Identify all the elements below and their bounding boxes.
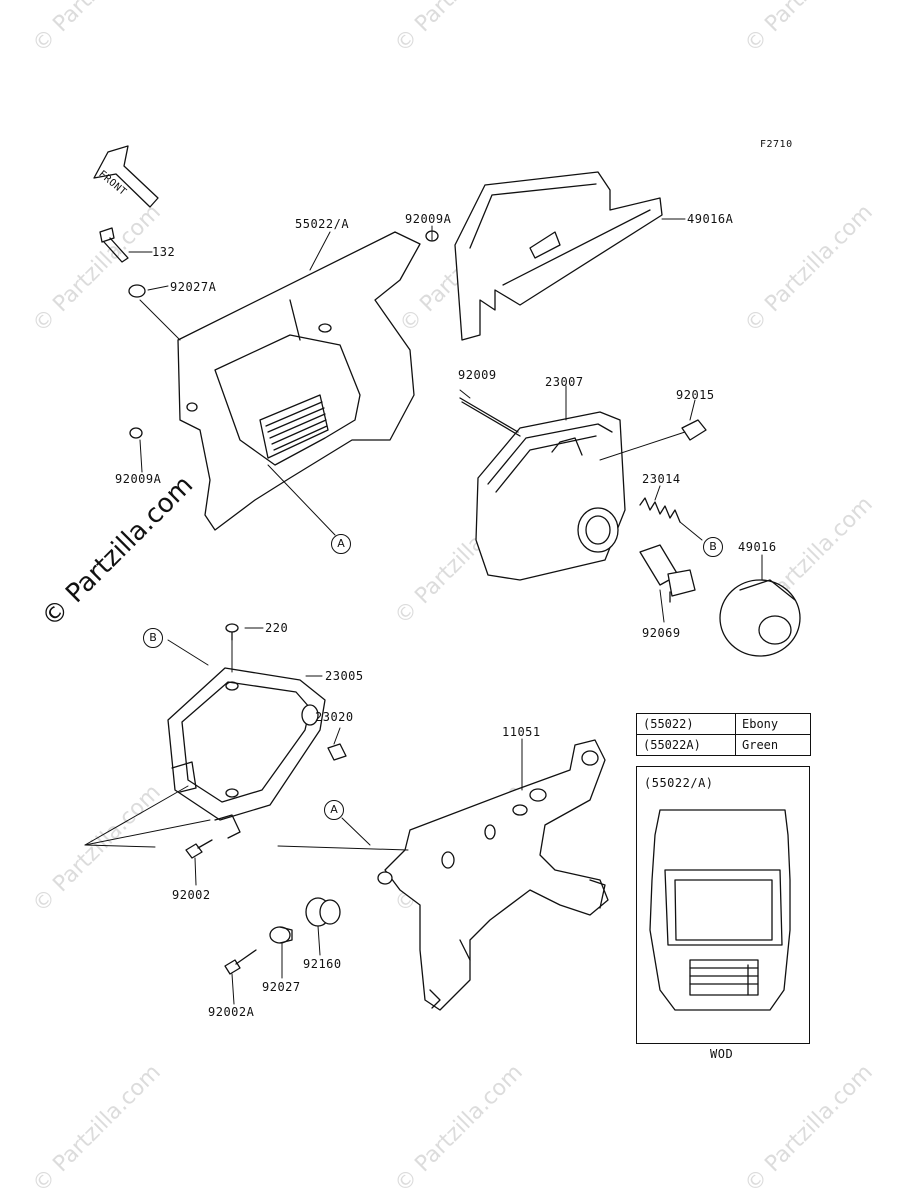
part-label-92015[interactable]: 92015 xyxy=(676,388,715,402)
part-label-11051[interactable]: 11051 xyxy=(502,725,541,739)
part-label-92027A[interactable]: 92027A xyxy=(170,280,217,294)
bolt-132-drawing xyxy=(99,227,146,298)
inset-title: (55022/A) xyxy=(644,776,714,790)
part-label-92002[interactable]: 92002 xyxy=(172,888,211,902)
part-label-220[interactable]: 220 xyxy=(265,621,289,635)
part-label-92002A[interactable]: 92002A xyxy=(208,1005,255,1019)
clip-92015-drawing xyxy=(681,419,707,441)
color-variant-table: (55022) Ebony (55022A) Green xyxy=(636,713,811,756)
bulb-92069-drawing xyxy=(639,544,696,603)
part-label-49016A[interactable]: 49016A xyxy=(687,212,734,226)
part-label-92160[interactable]: 92160 xyxy=(303,957,342,971)
inset-box xyxy=(636,766,810,1044)
part-label-92009A-top[interactable]: 92009A xyxy=(405,212,452,226)
inset-caption: WOD xyxy=(710,1047,734,1061)
part-label-92009[interactable]: 92009 xyxy=(458,368,497,382)
table-cell-color: Ebony xyxy=(735,713,811,735)
front-arrow-icon xyxy=(93,145,159,208)
part-label-23014[interactable]: 23014 xyxy=(642,472,681,486)
headlight-unit-23007-drawing xyxy=(475,411,626,581)
part-label-55022A[interactable]: 55022/A xyxy=(295,217,350,231)
housing-23005-drawing xyxy=(167,667,326,839)
callout-a: A xyxy=(331,534,351,554)
table-cell-code: (55022) xyxy=(636,713,736,735)
collar-92027-drawing xyxy=(269,926,293,944)
table-cell-code: (55022A) xyxy=(636,734,736,756)
bracket-11051-drawing xyxy=(377,739,609,1011)
part-label-92027[interactable]: 92027 xyxy=(262,980,301,994)
screw-220-drawing xyxy=(225,623,239,641)
part-label-23005[interactable]: 23005 xyxy=(325,669,364,683)
nut-23020-drawing xyxy=(327,743,347,761)
screw-92009-drawing xyxy=(459,397,521,437)
callout-b: B xyxy=(143,628,163,648)
callout-b: B xyxy=(703,537,723,557)
bolt-92002A-drawing xyxy=(224,949,257,975)
inset-cover-drawing xyxy=(649,809,791,1011)
headlight-cover-drawing xyxy=(177,231,421,531)
table-cell-color: Green xyxy=(735,734,811,756)
cap-49016-drawing xyxy=(719,579,801,657)
grommet-92160-drawing xyxy=(305,897,341,927)
callout-a: A xyxy=(324,800,344,820)
part-label-23007[interactable]: 23007 xyxy=(545,375,584,389)
part-label-92009A-left[interactable]: 92009A xyxy=(115,472,162,486)
part-label-132[interactable]: 132 xyxy=(152,245,176,259)
part-label-92069[interactable]: 92069 xyxy=(642,626,681,640)
spring-23014-drawing xyxy=(639,497,681,523)
figure-code: F2710 xyxy=(760,139,793,150)
part-label-23020[interactable]: 23020 xyxy=(315,710,354,724)
bolt-92002-drawing xyxy=(185,839,213,859)
visor-49016A-drawing xyxy=(454,171,663,341)
leader-lines xyxy=(84,218,763,1005)
table-row: (55022A) Green xyxy=(636,734,811,756)
part-label-49016[interactable]: 49016 xyxy=(738,540,777,554)
table-row: (55022) Ebony xyxy=(636,713,811,735)
